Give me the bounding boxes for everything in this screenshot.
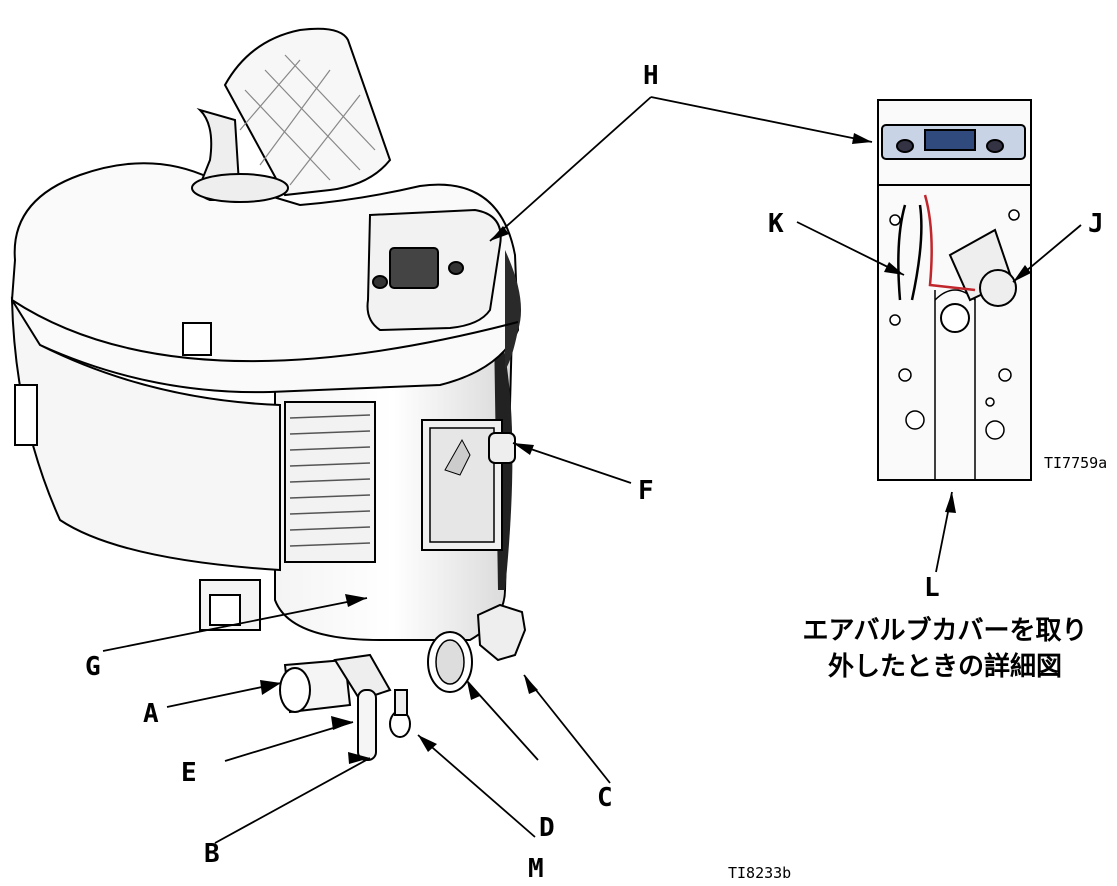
caption-line-2: 外したときの詳細図 (827, 652, 1062, 682)
leader-arrowheads (260, 133, 1031, 764)
wire-black (897, 204, 923, 301)
label-f: F (638, 476, 654, 506)
label-g: G (85, 652, 101, 682)
callout-labels: A B C D E F G H J K L M (85, 61, 1104, 884)
label-e: E (181, 758, 197, 788)
label-k: K (768, 209, 784, 239)
display-screen (389, 247, 439, 289)
figure-ref-detail: TI7759a (1044, 454, 1107, 472)
caption-line-1: エアバルブカバーを取り (802, 616, 1088, 646)
label-h: H (643, 61, 659, 91)
label-b: B (204, 839, 220, 869)
label-a: A (143, 699, 159, 729)
leader-lines (102, 96, 1082, 844)
hopper-lid (223, 27, 392, 197)
detail-caption: エアバルブカバーを取り 外したときの詳細図 (770, 613, 1117, 685)
knob-f (488, 432, 516, 464)
label-m: M (528, 854, 544, 884)
label-j: J (1088, 209, 1104, 239)
valve-handle-b (357, 689, 377, 761)
detail-view (877, 99, 1032, 481)
figure-ref-main: TI8233b (728, 864, 791, 882)
drain-knob-c (476, 603, 527, 662)
wire-red (923, 194, 976, 292)
label-d: D (539, 813, 555, 843)
label-c: C (597, 783, 613, 813)
main-unit (10, 27, 527, 761)
label-l: L (924, 573, 940, 603)
